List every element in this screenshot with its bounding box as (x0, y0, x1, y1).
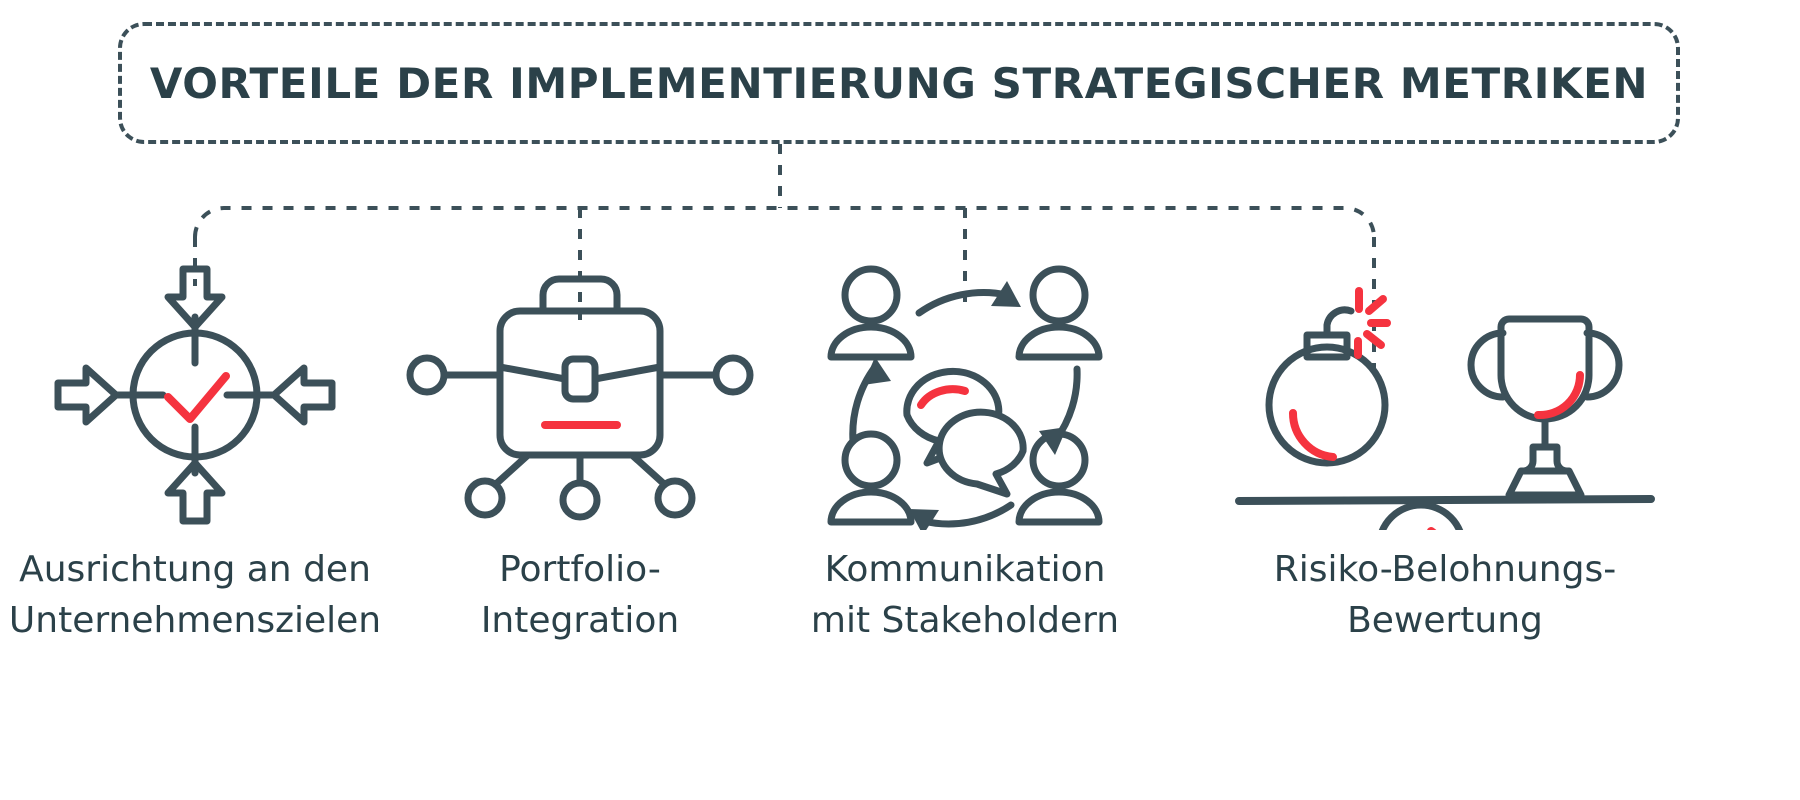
briefcase-handle (539, 275, 621, 315)
node-bottom-left (464, 477, 506, 519)
bomb-body (1265, 343, 1389, 467)
person-body-tl (827, 323, 915, 361)
trophy-base (1505, 467, 1585, 499)
node-left (406, 354, 448, 396)
branch-label: Kommunikation mit Stakeholdern (810, 549, 1120, 642)
spark-2 (1365, 295, 1387, 315)
person-body-tr (1015, 323, 1103, 361)
person-head-tr (1029, 265, 1089, 325)
arrow-down (164, 265, 226, 331)
balance-bomb-trophy-icon (1235, 287, 1655, 530)
speech-accent-arc (917, 385, 969, 409)
arrow-arc-top (915, 289, 1011, 317)
spark-4 (1363, 330, 1385, 349)
check-mark-accent (164, 372, 230, 423)
node-bottom-right (654, 477, 696, 519)
branch-icon-wrap (405, 255, 755, 530)
trophy-cup (1497, 315, 1593, 423)
arrowhead-bottom (909, 509, 939, 530)
node-right (712, 354, 754, 396)
trophy-foot-riser (1519, 443, 1571, 475)
target-check-arrows-icon (54, 265, 336, 525)
arrow-left (270, 364, 336, 426)
briefcase-network-icon (406, 275, 754, 521)
branch-icon-wrap (1235, 255, 1655, 530)
leg-left (493, 451, 532, 487)
arrowhead-left (863, 357, 891, 385)
leg-right (628, 451, 667, 487)
arrowhead-right (1039, 427, 1067, 455)
person-body-bl (827, 488, 915, 526)
person-body-br (1015, 488, 1103, 526)
arrow-right (54, 364, 120, 426)
node-bottom-center (559, 479, 601, 521)
fulcrum-circle (1378, 501, 1464, 530)
branch-risk-reward: Risiko-Belohnungs- Bewertung (1165, 255, 1725, 646)
title-box: VORTEILE DER IMPLEMENTIERUNG STRATEGISCH… (118, 22, 1680, 144)
flap-left (496, 363, 569, 383)
trophy-accent-arc (1534, 371, 1585, 420)
trophy-handle-right (1583, 329, 1623, 401)
arrow-up (164, 459, 226, 525)
arrow-arc-bottom (919, 501, 1015, 528)
balance-beam (1235, 495, 1655, 505)
branch-label: Ausrichtung an den Unternehmenszielen (8, 549, 382, 642)
branch-portfolio: Portfolio- Integration (370, 255, 790, 646)
person-head-tl (841, 265, 901, 325)
stakeholder-communication-icon (827, 265, 1103, 530)
trophy-handle-left (1467, 329, 1507, 401)
branch-communication: Kommunikation mit Stakeholdern (755, 255, 1175, 646)
flap-right (591, 363, 664, 383)
branch-label: Risiko-Belohnungs- Bewertung (1273, 549, 1617, 642)
bomb-accent-arc (1288, 409, 1337, 461)
speech-bubble-right (935, 408, 1027, 498)
branch-label: Portfolio- Integration (480, 549, 680, 642)
branch-icon-wrap (50, 255, 340, 530)
bomb-fuse (1323, 306, 1355, 339)
branch-icon-wrap (815, 255, 1115, 530)
briefcase-body (496, 307, 664, 459)
connector-bus (193, 206, 1376, 238)
page-title: VORTEILE DER IMPLEMENTIERUNG STRATEGISCH… (149, 58, 1649, 108)
branch-alignment: Ausrichtung an den Unternehmenszielen (0, 255, 405, 646)
arrowhead-top (991, 281, 1021, 307)
person-head-bl (841, 430, 901, 490)
briefcase-clasp (561, 355, 599, 403)
